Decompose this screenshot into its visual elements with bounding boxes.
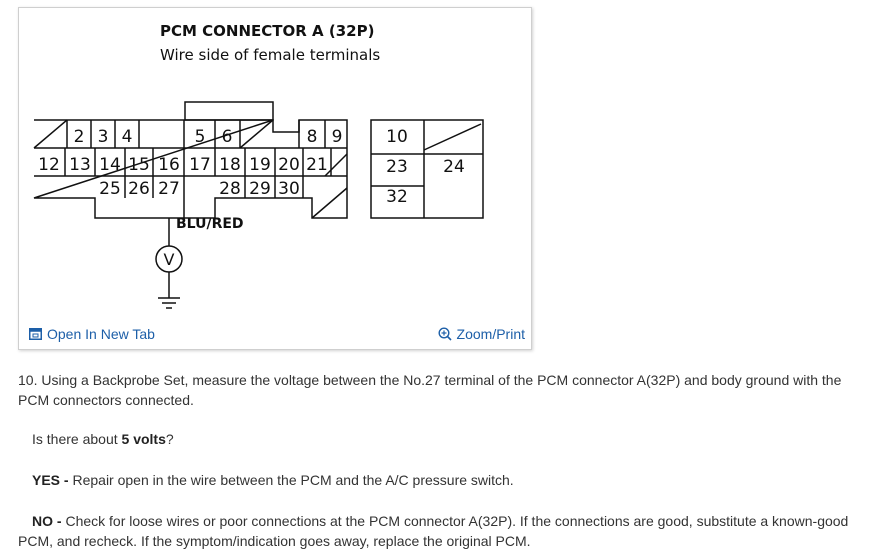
terminal-15: 15 (128, 155, 150, 175)
open-in-new-tab-link[interactable]: Open In New Tab (29, 326, 155, 342)
no-label: NO - (32, 513, 66, 529)
connector-diagram: PCM CONNECTOR A (32P) Wire side of femal… (33, 22, 484, 309)
terminal-14: 14 (99, 155, 121, 175)
terminal-27: 27 (158, 179, 180, 199)
terminal-32: 32 (386, 187, 408, 207)
question-text: Is there about 5 volts? (32, 429, 882, 449)
question-bold-value: 5 volts (121, 431, 166, 447)
terminal-13: 13 (69, 155, 91, 175)
terminal-4: 4 (122, 127, 133, 147)
connector-subtitle: Wire side of female terminals (160, 46, 380, 64)
terminal-18: 18 (219, 155, 241, 175)
terminal-numbers: 2 3 4 5 6 8 9 10 12 13 14 15 16 17 18 19… (38, 127, 465, 207)
no-text: Check for loose wires or poor connection… (18, 513, 849, 549)
terminal-3: 3 (98, 127, 109, 147)
zoom-print-label: Zoom/Print (456, 326, 525, 342)
figure-container: PCM CONNECTOR A (32P) Wire side of femal… (18, 7, 532, 350)
open-in-new-tab-label: Open In New Tab (47, 326, 155, 342)
terminal-9: 9 (332, 127, 343, 147)
terminal-28: 28 (219, 179, 241, 199)
terminal-17: 17 (189, 155, 211, 175)
zoom-print-link[interactable]: Zoom/Print (438, 326, 525, 342)
zoom-in-icon (438, 327, 452, 341)
test-circuit (155, 218, 183, 309)
terminal-20: 20 (278, 155, 300, 175)
voltmeter-symbol: V (164, 250, 175, 269)
yes-answer: YES - Repair open in the wire between th… (32, 470, 882, 490)
yes-label: YES - (32, 472, 73, 488)
terminal-5: 5 (195, 127, 206, 147)
no-answer: NO - Check for loose wires or poor conne… (18, 511, 868, 551)
yes-text: Repair open in the wire between the PCM … (72, 472, 514, 488)
figure-footer: Open In New Tab Zoom/Print (29, 326, 525, 346)
terminal-2: 2 (74, 127, 85, 147)
terminal-16: 16 (158, 155, 180, 175)
terminal-26: 26 (128, 179, 150, 199)
new-tab-icon (29, 328, 42, 340)
terminal-30: 30 (278, 179, 300, 199)
terminal-10: 10 (386, 127, 408, 147)
terminal-25: 25 (99, 179, 121, 199)
terminal-8: 8 (307, 127, 318, 147)
terminal-6: 6 (222, 127, 233, 147)
terminal-12: 12 (38, 155, 60, 175)
question-before: Is there about (32, 431, 122, 447)
terminal-24: 24 (443, 157, 465, 177)
terminal-19: 19 (249, 155, 271, 175)
step-instruction: 10. Using a Backprobe Set, measure the v… (18, 372, 842, 408)
terminal-23: 23 (386, 157, 408, 177)
connector-body (33, 101, 484, 219)
terminal-29: 29 (249, 179, 271, 199)
connector-title: PCM CONNECTOR A (32P) (160, 22, 374, 40)
wire-color-label: BLU/RED (176, 216, 244, 232)
question-after: ? (165, 431, 174, 447)
terminal-21: 21 (306, 155, 328, 175)
